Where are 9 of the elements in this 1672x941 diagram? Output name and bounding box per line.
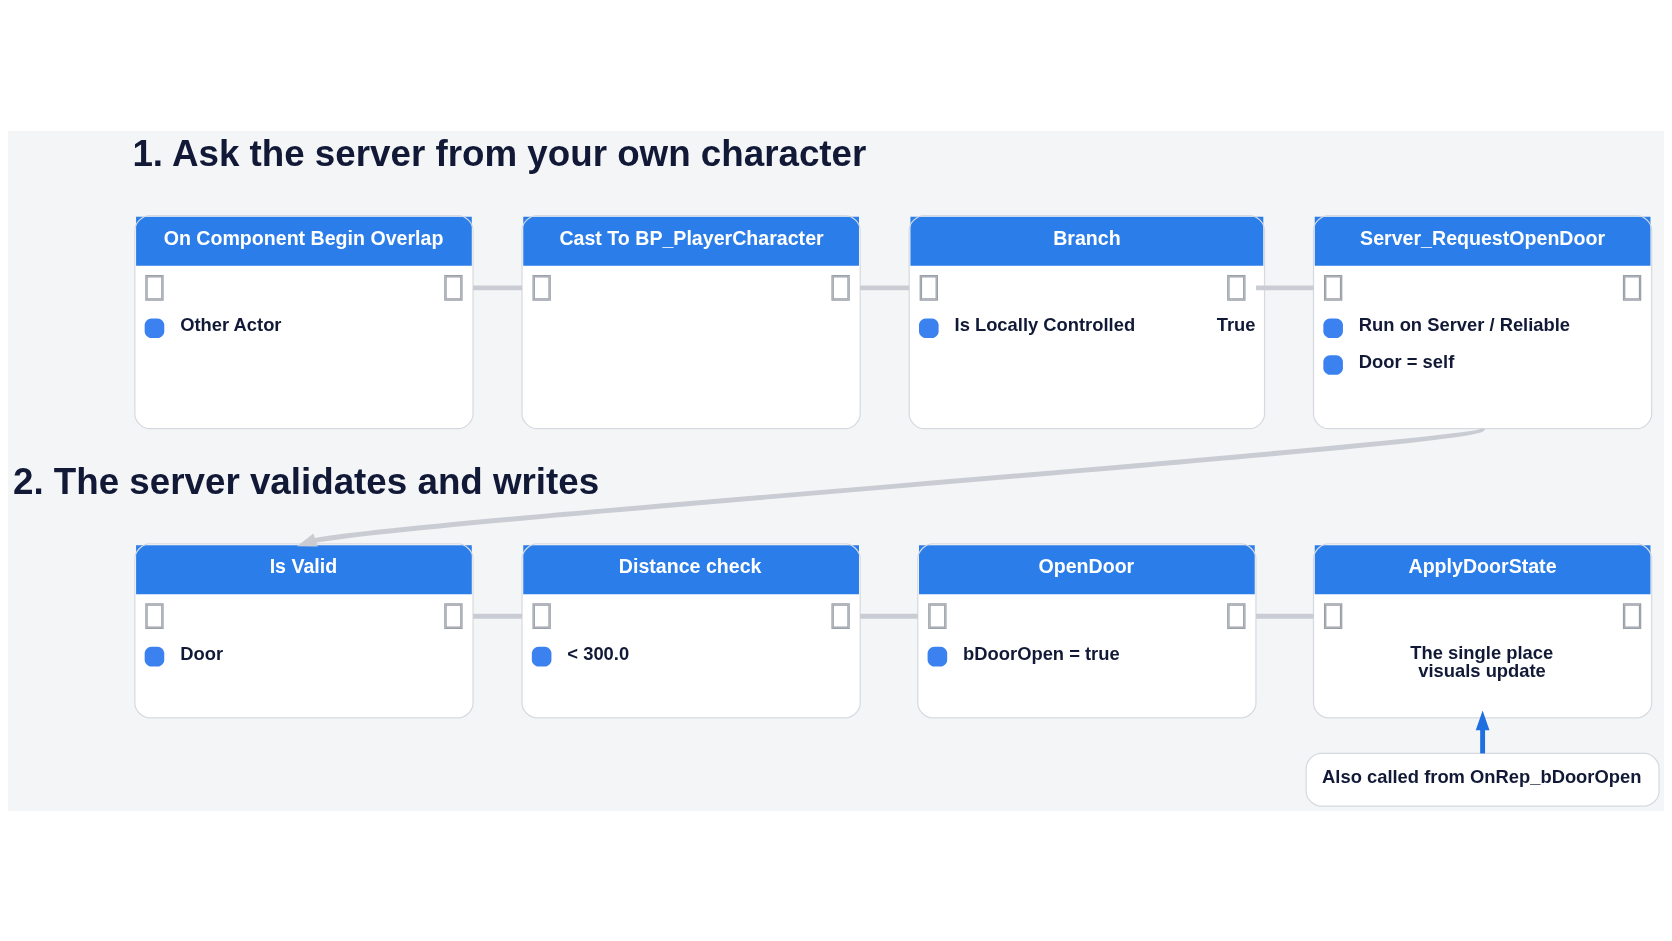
connector bbox=[473, 284, 523, 290]
connector bbox=[860, 284, 910, 290]
arrow bbox=[1475, 709, 1490, 753]
connector bbox=[860, 613, 918, 619]
connector bbox=[473, 613, 523, 619]
label: 1. Ask the server from your own character bbox=[132, 132, 867, 174]
connector bbox=[1255, 613, 1314, 619]
label: 2. The server validates and writes bbox=[12, 460, 600, 502]
connector bbox=[1255, 284, 1314, 290]
